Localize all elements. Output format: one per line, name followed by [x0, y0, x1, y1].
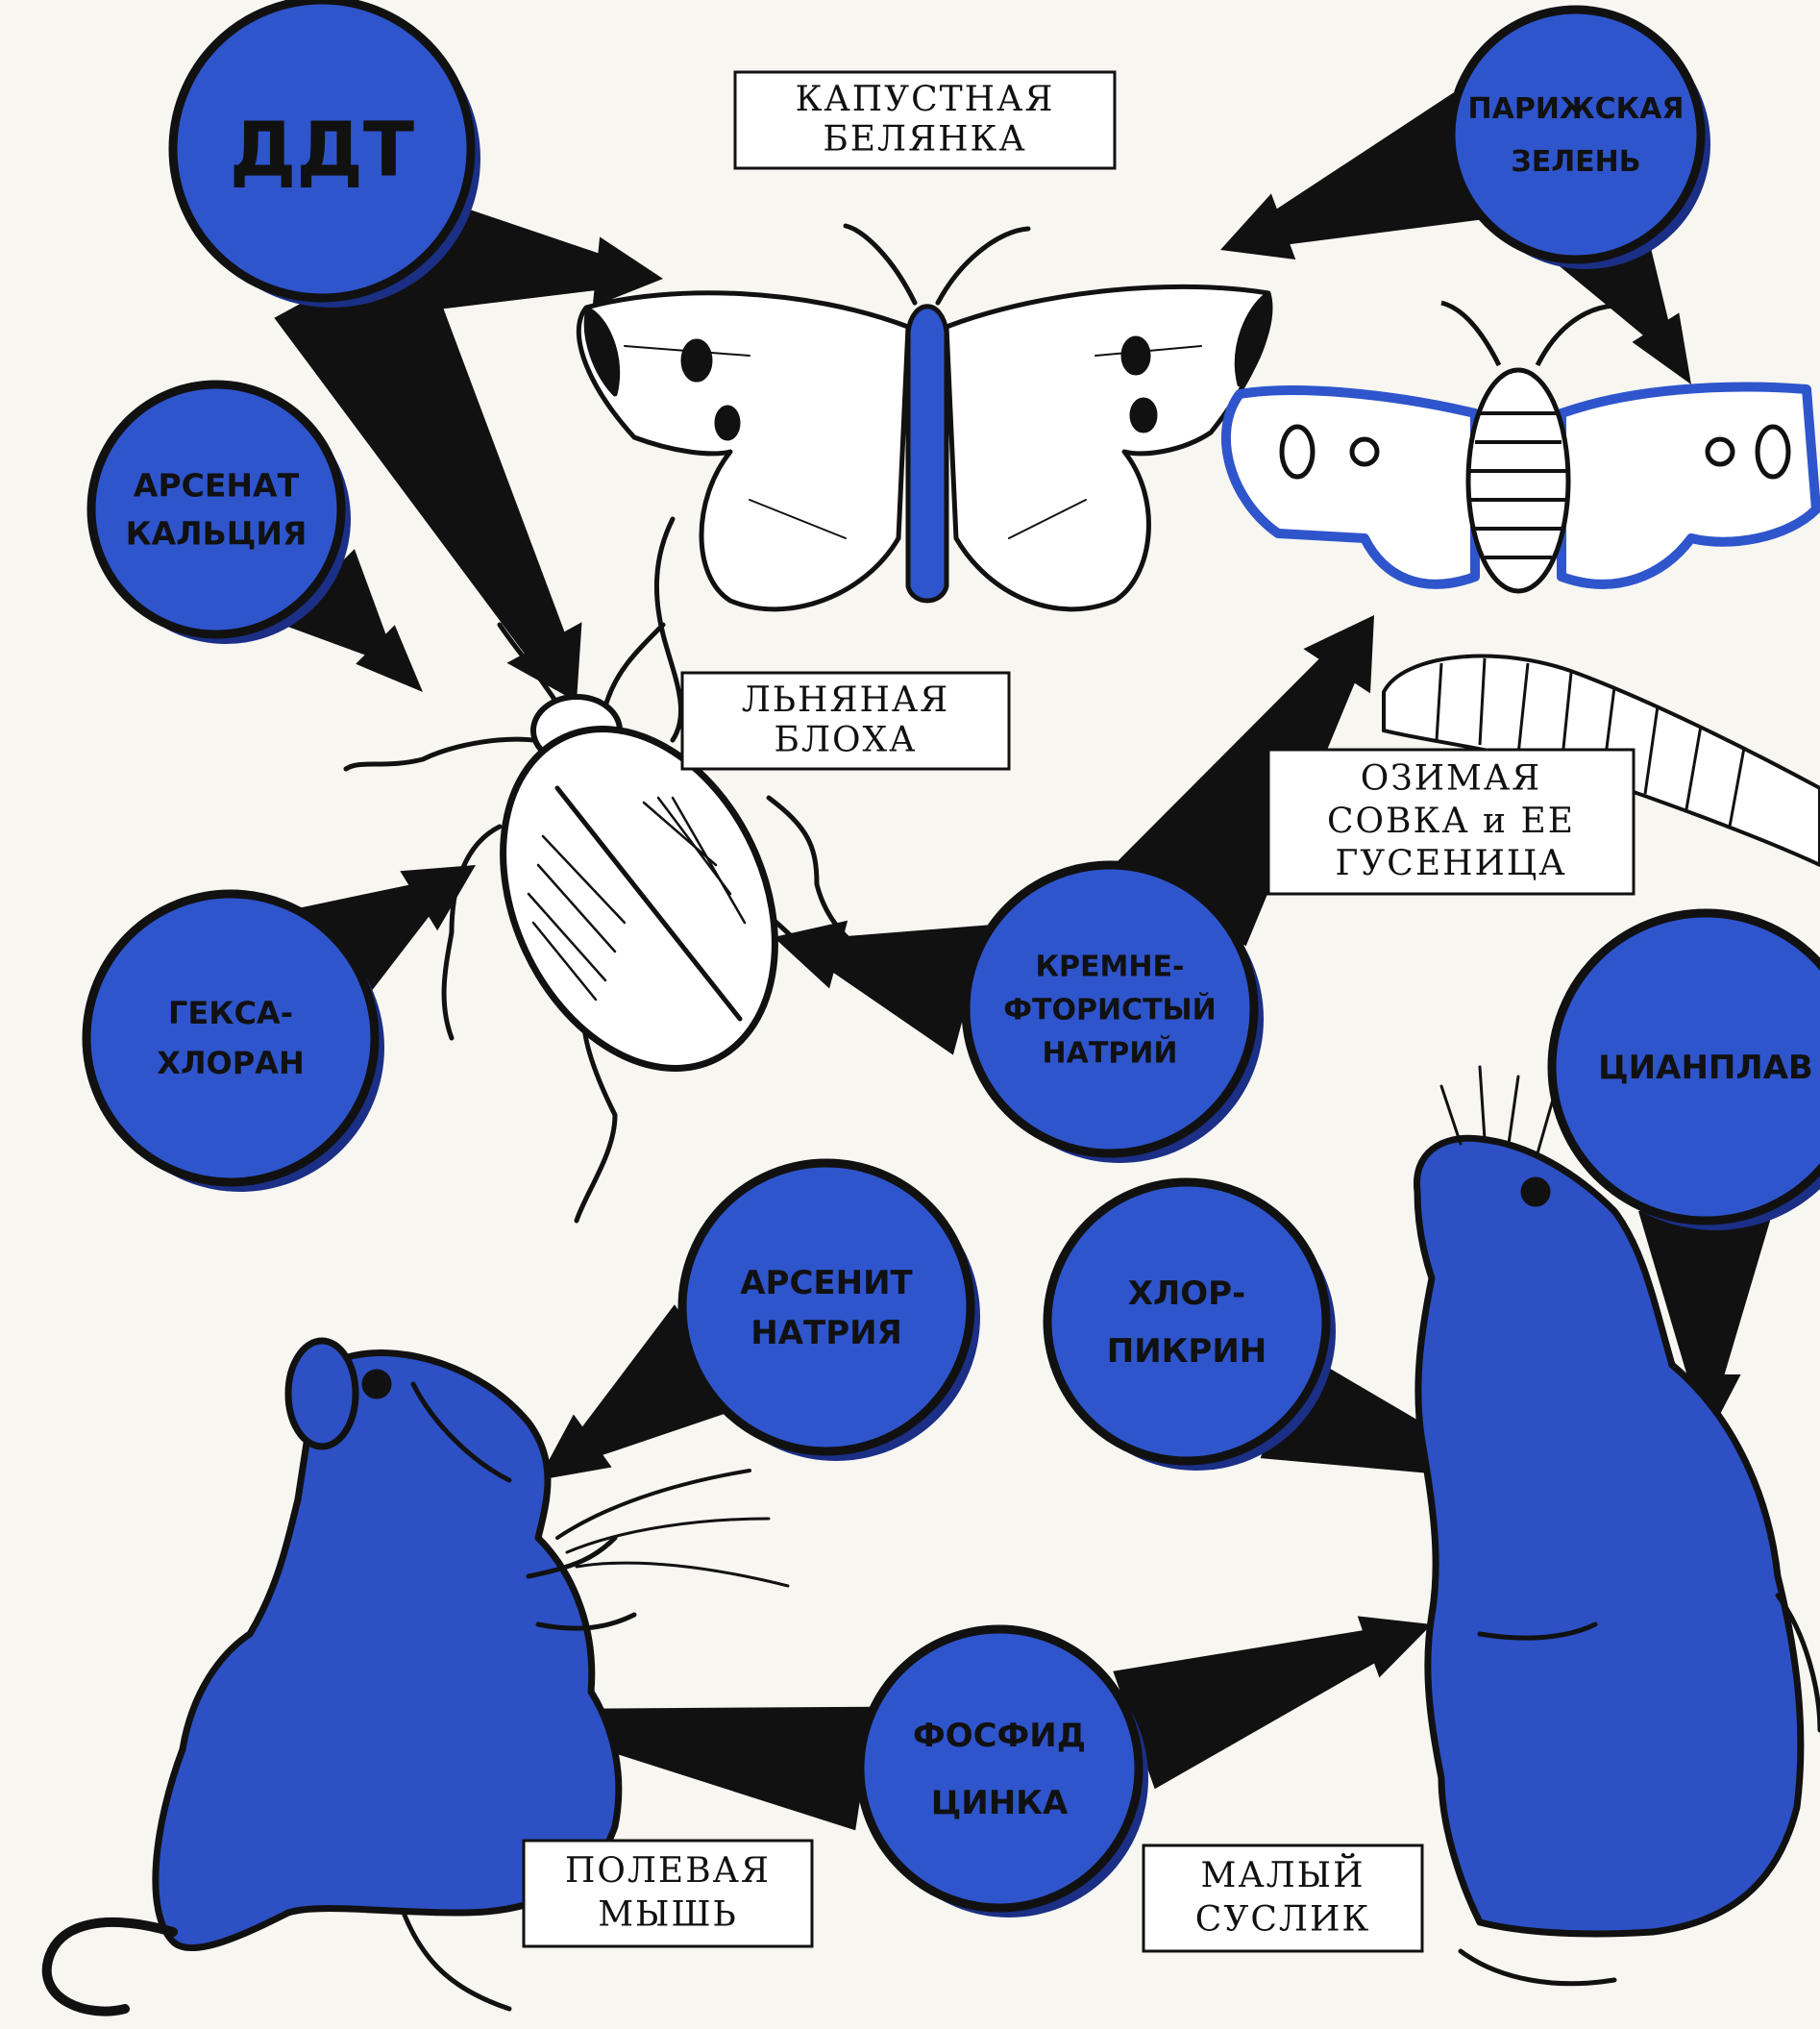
butterfly-icon [578, 226, 1270, 609]
arrow-sodium_fluorosilicate-to-flea_beetle [774, 921, 988, 1055]
chemical-circle [1451, 10, 1701, 260]
arrow-zinc_phosphide-to-ground_squirrel [1113, 1616, 1432, 1789]
chemical-circle [91, 384, 341, 634]
chemical-label-line: ХЛОРАН [157, 1045, 304, 1081]
pest-label-line: КАПУСТНАЯ [796, 80, 1055, 119]
chemical-node-hexachloran: ГЕКСА- ХЛОРАН [86, 894, 384, 1192]
chemical-circle [682, 1163, 971, 1451]
chemical-label-line: ХЛОР- [1128, 1274, 1245, 1313]
chemical-circle [1047, 1182, 1326, 1461]
chemical-node-paris_green: ПАРИЖСКАЯ ЗЕЛЕНЬ [1451, 10, 1710, 269]
pest-label-line: БЕЛЯНКА [823, 120, 1026, 160]
chemical-label-line: ФТОРИСТЫЙ [1003, 993, 1216, 1027]
chemical-label-line: АРСЕНИТ [740, 1264, 913, 1302]
chemical-node-cyanplav: ЦИАНПЛАВ [1552, 913, 1820, 1230]
chemical-label-line: ПАРИЖСКАЯ [1468, 92, 1685, 126]
pest-label-line: СУСЛИК [1195, 1900, 1370, 1940]
chemical-circle [86, 894, 375, 1182]
pest-label-line: МАЛЫЙ [1201, 1854, 1365, 1895]
chemical-circle [860, 1629, 1139, 1908]
chemical-node-zinc_phosphide: ФОСФИД ЦИНКА [860, 1629, 1148, 1918]
pest-label-ground_squirrel: МАЛЫЙ СУСЛИК [1144, 1845, 1422, 1951]
chemical-node-sodium_arsenite: АРСЕНИТ НАТРИЯ [682, 1163, 980, 1461]
chemical-label-line: ЗЕЛЕНЬ [1511, 145, 1640, 179]
chemical-label-line: ПИКРИН [1107, 1332, 1267, 1371]
pest-label-line: ПОЛЕВАЯ [565, 1851, 771, 1891]
pest-label-line: ОЗИМАЯ [1361, 759, 1542, 799]
chemical-label-line: ДДТ [230, 107, 414, 193]
chemical-node-calcium_arsenate: АРСЕНАТ КАЛЬЦИЯ [91, 384, 351, 644]
moth-icon [1226, 303, 1816, 591]
chemical-label-line: КРЕМНЕ- [1036, 951, 1185, 984]
pest-label-line: СОВКА и ЕЕ [1327, 802, 1575, 841]
chemical-label-line: ЦИАНПЛАВ [1598, 1049, 1813, 1087]
pest-label-line: ГУСЕНИЦА [1335, 844, 1566, 883]
chemical-node-chloropicrin: ХЛОР- ПИКРИН [1047, 1182, 1336, 1471]
chemical-label-line: ФОСФИД [913, 1717, 1086, 1755]
chemical-label-line: КАЛЬЦИЯ [126, 515, 307, 553]
chemical-label-line: АРСЕНАТ [134, 467, 300, 505]
chemical-label-line: ГЕКСА- [168, 995, 293, 1031]
chemical-node-ddt: ДДТ [173, 0, 480, 308]
chemical-node-sodium_fluorosilicate: КРЕМНЕ- ФТОРИСТЫЙ НАТРИЙ [966, 865, 1264, 1163]
chemical-label-line: ЦИНКА [931, 1784, 1069, 1822]
pest-label-line: МЫШЬ [598, 1895, 738, 1935]
chemical-label-line: НАТРИЯ [750, 1314, 902, 1352]
chemical-label-line: НАТРИЙ [1043, 1036, 1178, 1071]
pest-label-line: ЛЬНЯНАЯ [742, 680, 950, 720]
pest-label-line: БЛОХА [775, 721, 918, 760]
